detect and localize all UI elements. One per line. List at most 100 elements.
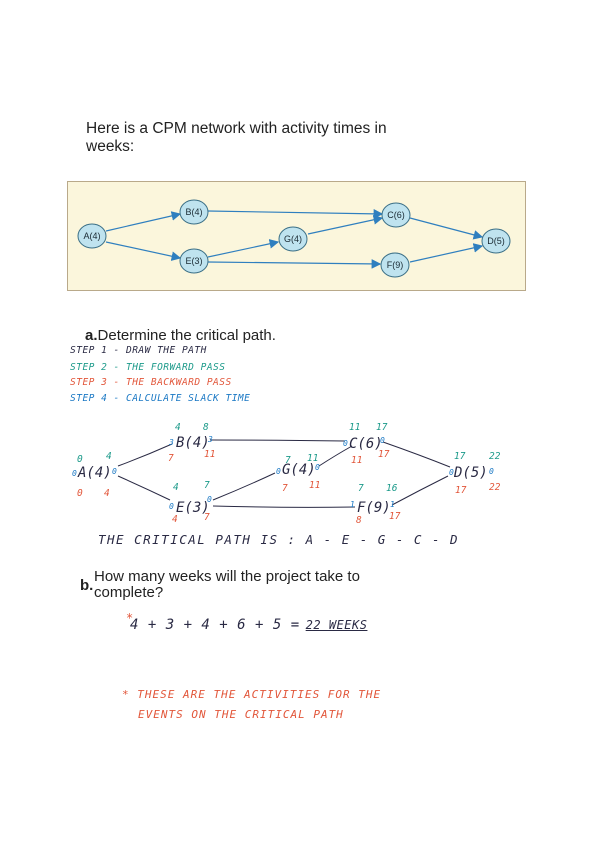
bwd-g-lf: 11 (309, 480, 320, 491)
edge-f-d (409, 243, 484, 263)
slack-a-right: 0 (112, 467, 117, 476)
step-1: STEP 1 - DRAW THE PATH (70, 345, 207, 356)
fwd-f-es: 7 (358, 483, 364, 494)
sketch-node-d: D(5) (453, 465, 488, 481)
fwd-b-es: 4 (175, 422, 181, 433)
edge-a-b (105, 211, 182, 232)
slack-g-left: 0 (276, 467, 281, 476)
bwd-a-lf: 4 (104, 488, 110, 499)
calculation-expression: 4 + 3 + 4 + 6 + 5 = (130, 617, 300, 633)
fwd-g-ef: 11 (307, 453, 318, 464)
intro-line-1: Here is a CPM network with activity time… (86, 120, 387, 137)
bwd-f-lf: 17 (389, 511, 401, 522)
node-c-label: C(6) (387, 210, 405, 220)
edge-e-f (207, 259, 382, 269)
node-d-label: D(5) (487, 236, 505, 246)
slack-e-right: 0 (207, 495, 212, 504)
node-e-label: E(3) (185, 256, 202, 266)
fwd-d-ef: 22 (489, 451, 501, 462)
slack-c-left: 0 (343, 439, 348, 448)
edge-g-c (307, 215, 384, 235)
node-b-label: B(4) (185, 207, 202, 217)
step-4: STEP 4 - CALCULATE SLACK TIME (70, 393, 251, 404)
sketch-edge-b-c (209, 439, 346, 442)
node-d (481, 228, 511, 254)
step-2: STEP 2 - THE FORWARD PASS (70, 362, 226, 373)
slack-f-right: 1 (390, 500, 395, 509)
calculation: 4 + 3 + 4 + 6 + 5 = 22 WEEKS (130, 617, 367, 633)
sketch-edge-e-g (212, 472, 276, 501)
bwd-g-ls: 7 (282, 483, 288, 494)
slack-a-left: 0 (72, 469, 77, 478)
question-a: a.Determine the critical path. (85, 327, 276, 344)
node-a-label: A(4) (83, 231, 100, 241)
fwd-e-ef: 7 (204, 480, 210, 491)
edge-b-c (207, 209, 384, 219)
fwd-b-ef: 8 (203, 422, 209, 433)
sketch-edge-e-f (212, 505, 356, 508)
question-a-text: Determine the critical path. (97, 327, 276, 344)
sketch-edge-g-c (318, 445, 353, 467)
sketch-node-e: E(3) (176, 500, 210, 516)
fwd-e-es: 4 (173, 482, 179, 493)
bwd-e-ls: 4 (172, 514, 178, 525)
bwd-c-ls: 11 (351, 455, 362, 466)
bwd-b-lf: 11 (204, 449, 215, 460)
intro-line-2: weeks: (86, 138, 135, 155)
slack-g-right: 0 (315, 463, 320, 472)
critical-path-note: * THESE ARE THE ACTIVITIES FOR THE EVENT… (122, 685, 381, 725)
question-b-line-2: complete? (94, 584, 164, 601)
asterisk-mark: * (126, 611, 134, 625)
bwd-b-ls: 7 (168, 453, 174, 464)
node-f (380, 252, 410, 278)
node-g-label: G(4) (284, 234, 302, 244)
slack-f-left: 1 (350, 500, 355, 509)
node-a (77, 223, 107, 249)
sketch-node-g: G(4) (282, 462, 316, 478)
fwd-f-ef: 16 (386, 483, 398, 494)
fwd-a-ef: 4 (106, 451, 112, 462)
bwd-e-lf: 7 (204, 512, 210, 523)
calculation-answer: 22 WEEKS (305, 618, 368, 632)
question-a-label: a. (85, 327, 98, 344)
intro-text: Here is a CPM network with activity time… (86, 120, 426, 156)
fwd-c-es: 11 (349, 422, 360, 433)
fwd-d-es: 17 (454, 451, 466, 462)
slack-d-left: 0 (449, 468, 454, 477)
slack-b-right: 3 (207, 435, 213, 444)
bwd-c-lf: 17 (378, 449, 390, 460)
sketch-node-b: B(4) (176, 435, 210, 451)
note-line-1: * THESE ARE THE ACTIVITIES FOR THE (122, 688, 382, 701)
step-3: STEP 3 - THE BACKWARD PASS (70, 377, 232, 388)
bwd-d-ls: 17 (455, 485, 467, 496)
question-b: b. How many weeks will the project take … (80, 569, 410, 601)
node-e (179, 248, 209, 274)
slack-b-left: 3 (168, 438, 174, 447)
slack-e-left: 0 (169, 502, 174, 511)
sketch-edge-a-e (117, 475, 171, 501)
fwd-c-ef: 17 (376, 422, 388, 433)
bwd-f-ls: 8 (356, 515, 362, 526)
edge-c-d (409, 217, 484, 240)
node-c (381, 202, 411, 228)
node-g (278, 226, 308, 252)
node-f-label: F(9) (387, 260, 404, 270)
fwd-g-es: 7 (285, 455, 291, 466)
question-b-label: b. (80, 577, 94, 594)
sketch-node-c: C(6) (349, 436, 383, 452)
sketch-edge-a-b (117, 443, 173, 467)
fwd-a-es: 0 (77, 454, 83, 465)
node-b (179, 199, 209, 225)
edge-a-e (105, 241, 182, 261)
bwd-d-lf: 22 (489, 482, 501, 493)
note-line-2: EVENTS ON THE CRITICAL PATH (138, 708, 344, 721)
slack-d-right: 0 (489, 467, 494, 476)
sketch-edge-c-d (382, 441, 451, 468)
slack-c-right: 0 (380, 436, 385, 445)
sketch-edge-f-d (391, 475, 449, 506)
sketch-node-f: F(9) (357, 500, 391, 516)
question-b-line-1: How many weeks will the project take to (94, 568, 360, 585)
critical-path-statement: THE CRITICAL PATH IS : A - E - G - C - D (98, 532, 460, 547)
